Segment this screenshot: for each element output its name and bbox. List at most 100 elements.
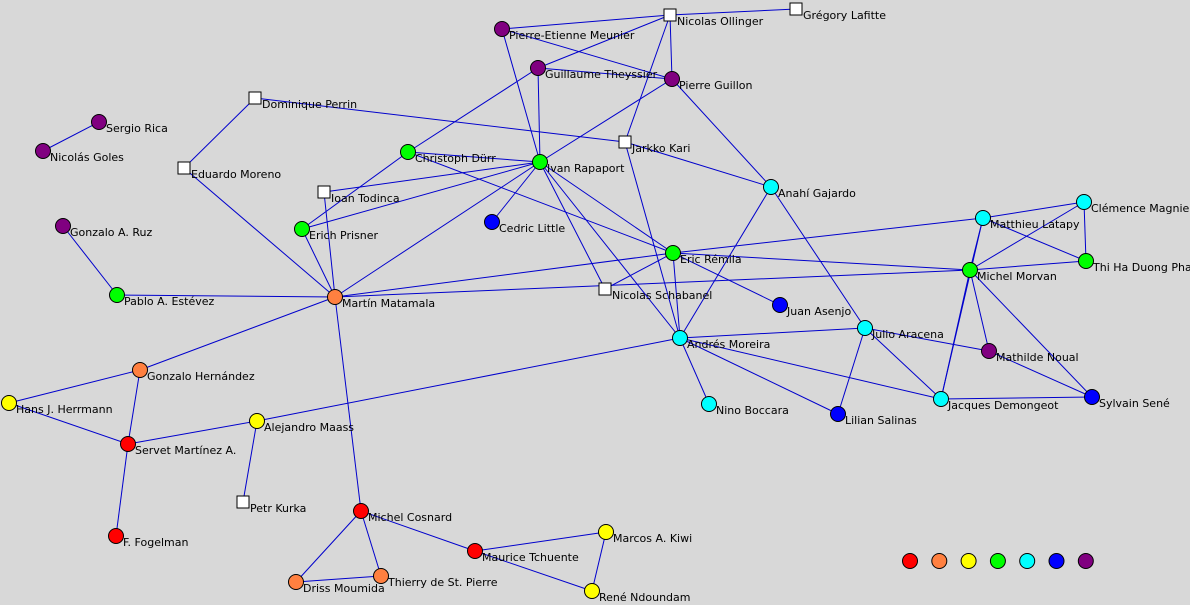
node-label: Hans J. Herrmann [16,403,113,416]
node-circle-marker [400,144,416,160]
edge-ollinger-lafitte [669,8,797,16]
node-moumida[interactable]: Driss Moumida [288,574,385,596]
edge-tchuente-kiwi [474,531,607,552]
node-kurka[interactable]: Petr Kurka [236,495,306,515]
node-label: Gonzalo Hernández [147,370,255,383]
node-circle-marker [530,60,546,76]
node-label: Eric Rémila [680,253,742,266]
node-demongeot[interactable]: Jacques Demongeot [933,391,1060,413]
node-label: Matthieu Latapy [990,218,1080,231]
node-goles[interactable]: Nicolás Goles [35,143,125,165]
node-remila[interactable]: Eric Rémila [665,245,742,267]
node-durr[interactable]: Christoph Dürr [400,144,497,166]
node-gajardo[interactable]: Anahí Gajardo [763,179,857,201]
node-latapy[interactable]: Matthieu Latapy [975,210,1081,232]
edge-cosnard-stpierre [360,510,382,577]
edge-moreno-matamala [183,167,336,298]
node-perrin[interactable]: Dominique Perrin [248,91,357,111]
edge-perrin-moreno [183,97,256,169]
edge-ollinger-kari [624,14,671,143]
edge-aracena-salinas [837,327,866,415]
edge-matamala-morvan [334,269,971,298]
node-todinca[interactable]: Ioan Todinca [317,185,400,205]
node-moreno[interactable]: Eduardo Moreno [177,161,281,181]
edge-morvan-phan [969,260,1087,271]
node-circle-marker [327,289,343,305]
edge-rapaport-todinca [323,161,541,193]
node-little[interactable]: Cedric Little [484,214,566,236]
node-label: Thierry de St. Pierre [387,576,498,589]
node-tchuente[interactable]: Maurice Tchuente [467,543,579,565]
node-circle-marker [975,210,991,226]
node-label: Julio Aracena [871,328,944,341]
legend-swatch-red [902,553,918,569]
node-label: Juan Asenjo [786,305,851,318]
node-noual[interactable]: Mathilde Noual [981,343,1079,365]
node-cosnard[interactable]: Michel Cosnard [353,503,453,525]
node-boccara[interactable]: Nino Boccara [701,396,789,418]
node-morvan[interactable]: Michel Morvan [962,262,1057,284]
node-rapaport[interactable]: Ivan Rapaport [532,154,626,176]
edge-moreira-maass [256,337,681,422]
node-circle-marker [664,71,680,87]
node-label: Michel Morvan [977,270,1057,283]
node-schabanel[interactable]: Nicolas Schabanel [598,282,712,302]
node-square-marker [236,495,250,509]
node-stpierre[interactable]: Thierry de St. Pierre [373,568,498,590]
node-asenjo[interactable]: Juan Asenjo [772,297,852,319]
node-square-marker [177,161,191,175]
node-label: Gonzalo A. Ruz [70,226,152,239]
edge-ollinger-theyssier [537,14,671,69]
node-circle-marker [467,543,483,559]
node-label: Sylvain Sené [1099,397,1170,410]
node-estevez[interactable]: Pablo A. Estévez [109,287,215,309]
node-circle-marker [484,214,500,230]
node-prisner[interactable]: Erich Prisner [294,221,379,243]
node-moreira[interactable]: Andrés Moreira [672,330,771,352]
node-aracena[interactable]: Julio Aracena [857,320,944,342]
node-theyssier[interactable]: Guillaume Theyssier [530,60,658,82]
node-label: Mathilde Noual [996,351,1079,364]
edge-durr-rapaport [407,151,541,163]
node-circle-marker [294,221,310,237]
node-label: Dominique Perrin [262,98,357,111]
node-label: Pablo A. Estévez [124,295,215,308]
edge-ollinger-guillon [669,14,673,80]
edge-demongeot-sene [940,396,1093,400]
node-hernandez[interactable]: Gonzalo Hernández [132,362,255,384]
edge-rica-goles [42,121,100,152]
node-maass[interactable]: Alejandro Maass [249,413,355,435]
edge-kari-gajardo [624,141,772,188]
node-ruz[interactable]: Gonzalo A. Ruz [55,218,153,240]
node-rica[interactable]: Sergio Rica [91,114,168,136]
edge-gajardo-moreira [679,186,772,339]
node-ollinger[interactable]: Nicolas Ollinger [663,8,764,28]
node-kari[interactable]: Jarkko Kari [618,135,690,155]
node-phan[interactable]: Thi Ha Duong Phan [1078,253,1190,275]
edge-rapaport-prisner [301,161,541,230]
node-martinez[interactable]: Servet Martínez A. [120,436,237,458]
legend-swatch-blue [1048,553,1065,569]
edge-rapaport-moreira [539,161,681,339]
node-salinas[interactable]: Lilian Salinas [830,406,918,428]
node-fogelman[interactable]: F. Fogelman [108,528,189,550]
node-label: Nino Boccara [716,404,789,417]
node-label: Alejandro Maass [264,421,354,434]
node-sene[interactable]: Sylvain Sené [1084,389,1171,411]
node-label: Marcos A. Kiwi [613,532,692,545]
node-kiwi[interactable]: Marcos A. Kiwi [598,524,693,546]
edge-martinez-maass [127,420,258,445]
edge-magnien-phan [1083,201,1087,262]
node-ndoundam[interactable]: René Ndoundam [584,583,691,605]
node-magnien[interactable]: Clémence Magnien [1076,194,1190,216]
node-herrmann[interactable]: Hans J. Herrmann [1,395,113,417]
edge-todinca-matamala [323,191,336,298]
node-meunier[interactable]: Pierre-Etienne Meunier [494,21,635,43]
node-lafitte[interactable]: Grégory Lafitte [789,2,886,22]
node-circle-marker [598,524,614,540]
edge-magnien-latapy [982,201,1085,219]
node-matamala[interactable]: Martín Matamala [327,289,436,311]
node-label: Anahí Gajardo [778,187,856,200]
node-label: Martín Matamala [342,297,435,310]
node-guillon[interactable]: Pierre Guillon [664,71,753,93]
